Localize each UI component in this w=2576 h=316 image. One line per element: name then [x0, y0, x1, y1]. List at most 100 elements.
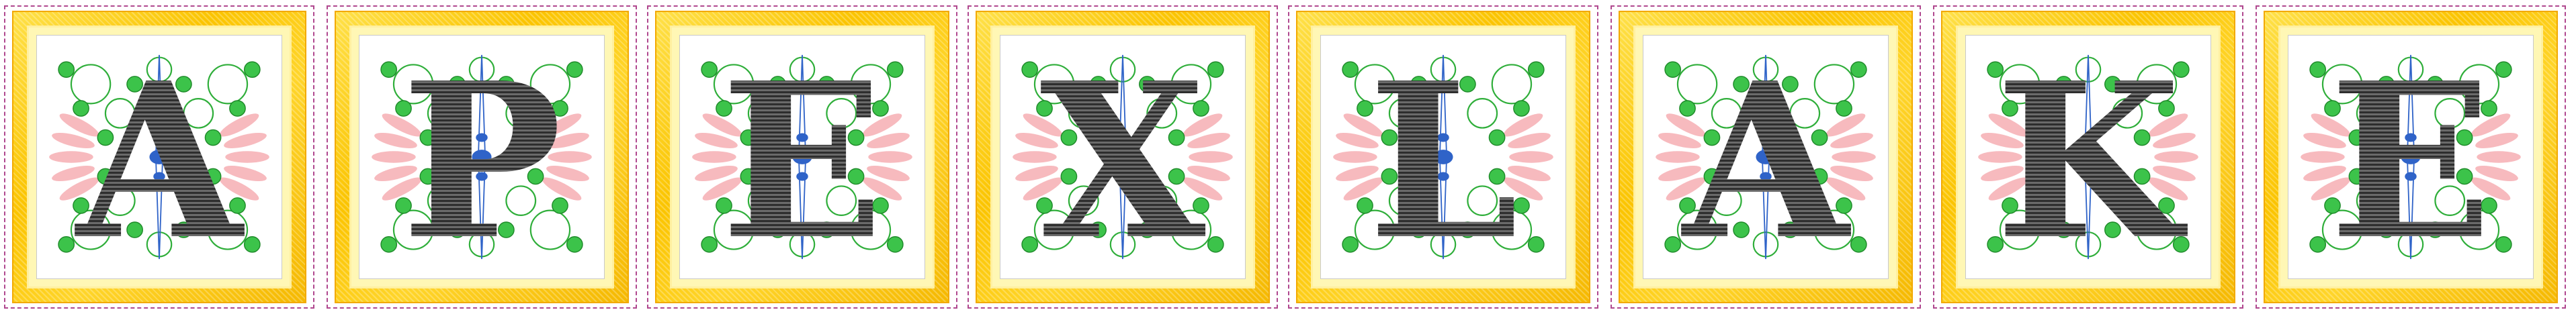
green-dot: [1021, 236, 1039, 253]
green-dot: [2133, 129, 2151, 146]
green-dot: [204, 129, 222, 146]
green-dot: [1527, 61, 1545, 78]
green-dot: [1664, 236, 1682, 253]
blue-spine: [1761, 54, 1770, 260]
green-dot: [527, 129, 544, 146]
swirl: [2356, 98, 2387, 129]
green-dot: [2348, 129, 2366, 146]
green-dot: [449, 221, 466, 238]
green-dot: [701, 61, 718, 78]
embroidery-panel: K: [1965, 35, 2211, 279]
swirl: [1146, 185, 1178, 216]
floral-ornament: [1656, 54, 1876, 260]
green-dot: [1836, 197, 1852, 214]
green-dot: [566, 236, 583, 253]
green-dot: [872, 100, 889, 117]
green-dot: [2158, 100, 2175, 117]
green-dot: [552, 100, 568, 117]
green-dot: [1811, 129, 1828, 146]
blue-bead: [1117, 133, 1129, 142]
green-dot: [1811, 168, 1828, 185]
swirl: [747, 185, 779, 216]
swirl: [2458, 209, 2500, 250]
blue-bead: [2082, 133, 2094, 142]
swirl: [427, 185, 458, 216]
swirl: [2434, 98, 2466, 129]
green-dot: [1410, 76, 1427, 93]
green-dot: [2002, 197, 2018, 214]
green-dot: [740, 129, 757, 146]
green-dot: [1381, 129, 1398, 146]
blue-bead: [796, 172, 808, 181]
green-dot: [1703, 168, 1721, 185]
green-dot: [229, 197, 246, 214]
floral-ornament: [1333, 54, 1553, 260]
swirl: [1467, 185, 1498, 216]
green-dot: [126, 221, 143, 238]
swirl: [2434, 185, 2466, 216]
swirl: [70, 64, 112, 105]
green-dot: [58, 61, 75, 78]
petal-cluster: [2148, 113, 2198, 201]
blue-spine: [798, 54, 807, 260]
swirl: [1354, 209, 1396, 250]
petal-cluster: [862, 113, 912, 201]
petal-cluster: [2301, 113, 2351, 201]
blue-bead: [1437, 172, 1449, 181]
monogram-letter: A: [1643, 36, 1888, 278]
swirl: [1676, 209, 1718, 250]
swirl: [2321, 64, 2363, 105]
green-dot: [2481, 197, 2497, 214]
green-dot: [1090, 76, 1107, 93]
blue-bead: [1760, 133, 1772, 142]
blue-spine: [2084, 54, 2093, 260]
swirl: [2136, 64, 2178, 105]
blue-bead: [476, 133, 488, 142]
green-dot: [1527, 236, 1545, 253]
swirl: [392, 209, 434, 250]
green-dot: [527, 168, 544, 185]
green-dot: [1703, 129, 1721, 146]
swirl: [713, 64, 755, 105]
green-dot: [1850, 61, 1867, 78]
green-dot: [2324, 100, 2341, 117]
swirl: [207, 64, 249, 105]
green-dot: [1036, 197, 1053, 214]
swirl: [2033, 185, 2065, 216]
swirl: [1711, 98, 1742, 129]
green-dot: [1381, 168, 1398, 185]
green-dot: [1168, 129, 1185, 146]
petal-cluster: [219, 113, 269, 201]
green-dot: [847, 129, 865, 146]
green-dot: [818, 76, 835, 93]
green-dot: [1987, 61, 2004, 78]
green-dot: [872, 197, 889, 214]
green-dot: [2427, 221, 2444, 238]
green-dot: [716, 197, 732, 214]
monogram-tile-1: A: [4, 5, 314, 309]
green-dot: [2456, 168, 2473, 185]
green-dot: [1488, 168, 1506, 185]
floral-ornament: [49, 54, 269, 260]
green-dot: [1207, 236, 1224, 253]
monogram-tile-8: E: [2256, 5, 2566, 309]
petal-cluster: [692, 113, 742, 201]
green-dot: [1987, 236, 2004, 253]
green-dot: [1459, 76, 1476, 93]
swirl: [1388, 185, 1420, 216]
blue-bead: [153, 172, 165, 181]
green-dot: [1139, 76, 1156, 93]
green-dot: [73, 100, 89, 117]
swirl: [2356, 185, 2387, 216]
monogram-letter: X: [1000, 36, 1245, 278]
blue-bead: [2078, 150, 2098, 164]
green-dot: [2348, 168, 2366, 185]
embroidery-panel: L: [1320, 35, 1566, 279]
swirl: [1068, 98, 1099, 129]
embroidery-panel: E: [679, 35, 925, 279]
swirl: [1354, 64, 1396, 105]
green-dot: [243, 236, 261, 253]
swirl: [826, 185, 857, 216]
blue-bead: [1433, 150, 1453, 164]
